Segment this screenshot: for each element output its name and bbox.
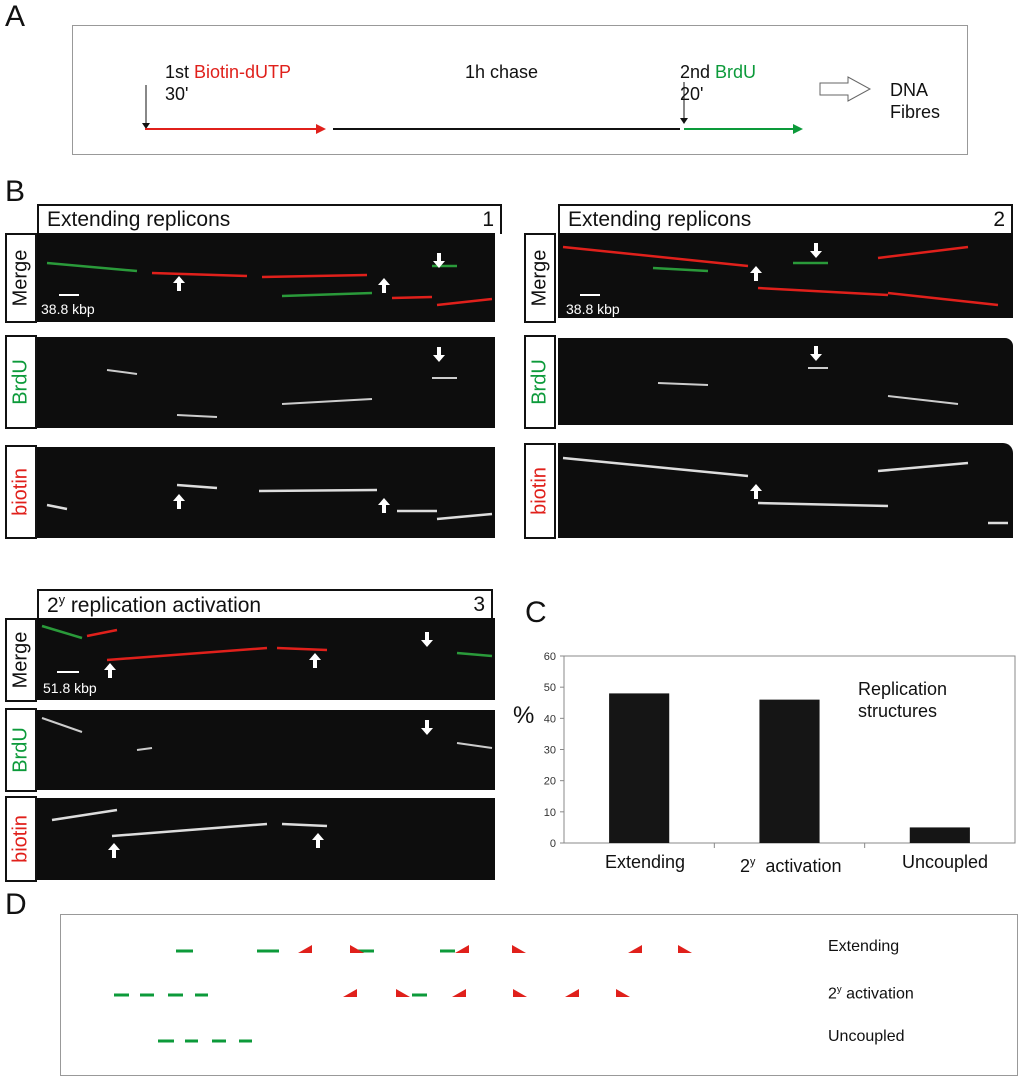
- micrograph-3-biotin: [37, 798, 495, 880]
- micrograph-3-merge: 51.8 kbp: [37, 618, 495, 700]
- y-tick-label: 20: [544, 776, 556, 788]
- schematic-box: [72, 25, 968, 155]
- legend-secondary-activation: 2y activation: [828, 984, 914, 1003]
- row-label-merge: Merge: [524, 233, 556, 323]
- y-tick-label: 40: [544, 713, 556, 725]
- micrograph-2-brdu: [558, 338, 1013, 425]
- y-tick-label: 10: [544, 807, 556, 819]
- bar-1: [759, 699, 820, 843]
- legend-extending: Extending: [828, 938, 900, 955]
- bar-0: [609, 693, 670, 843]
- y-tick-label: 60: [544, 651, 556, 663]
- row-label-merge: Merge: [5, 233, 37, 323]
- panel-label-d: D: [5, 888, 27, 921]
- model-box: [60, 914, 1018, 1076]
- micrograph-1-brdu: [37, 337, 495, 428]
- panel-label-b: B: [5, 175, 26, 208]
- micrograph-2-biotin: [558, 443, 1013, 538]
- x-tick-label: Extending: [605, 852, 686, 872]
- row-label-biotin: biotin: [5, 445, 37, 539]
- row-label-brdu: BrdU: [524, 335, 556, 429]
- y-tick-label: 50: [544, 682, 556, 694]
- legend-uncoupled: Uncoupled: [828, 1028, 905, 1045]
- row-label-brdu: BrdU: [5, 335, 37, 429]
- y-tick-label: 30: [544, 745, 556, 757]
- panel-label-a: A: [5, 0, 26, 33]
- micrograph-1-merge: 38.8 kbp: [37, 233, 495, 322]
- x-tick-label: Uncoupled: [902, 852, 989, 872]
- chase-label: 1h chase: [465, 62, 539, 82]
- micrograph-3-brdu: [37, 710, 495, 790]
- fibre-models: [114, 945, 692, 1043]
- y-axis-label: %: [513, 702, 535, 729]
- open-arrow-icon: [819, 76, 872, 102]
- row-label-biotin: biotin: [524, 443, 556, 539]
- scale-bar-label: 38.8 kbp: [41, 301, 95, 317]
- x-tick-label: 2y activation: [740, 856, 842, 876]
- scale-bar-label: 38.8 kbp: [566, 301, 620, 317]
- row-label-brdu: BrdU: [5, 708, 37, 792]
- scale-bar-label: 51.8 kbp: [43, 680, 97, 696]
- bar-2: [909, 827, 970, 843]
- micrograph-1-biotin: [37, 447, 495, 538]
- micrograph-2-merge: 38.8 kbp: [558, 233, 1013, 318]
- y-tick-label: 0: [550, 838, 556, 850]
- row-label-merge: Merge: [5, 618, 37, 702]
- panel-label-c: C: [525, 596, 547, 629]
- schematic-arrows: [142, 76, 872, 134]
- row-label-biotin: biotin: [5, 796, 37, 882]
- bar-chart: 0 10 20 30 40 50 60: [544, 651, 1016, 850]
